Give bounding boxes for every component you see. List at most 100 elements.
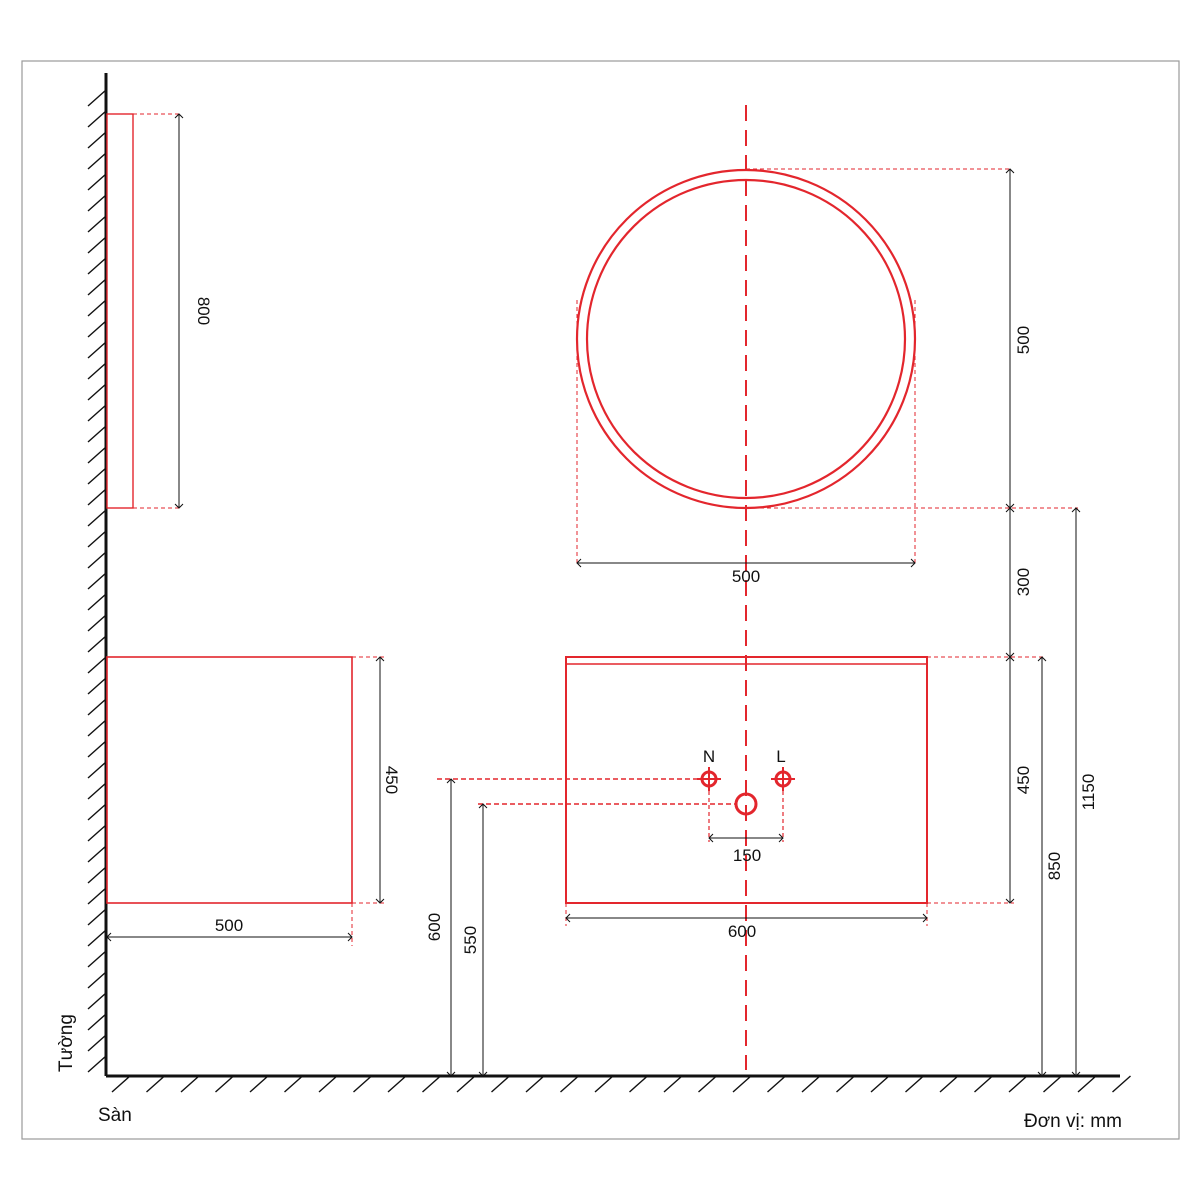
floor-hatch-mark (1043, 1075, 1062, 1093)
wall-hatch-mark (87, 740, 107, 758)
wall-hatch-mark (87, 341, 107, 359)
wall-hatch-mark (87, 1034, 107, 1052)
cabinet-side-depth-label: 500 (215, 916, 243, 935)
wall-hatch-mark (87, 614, 107, 632)
cabinet-top-height-label: 850 (1045, 852, 1064, 880)
floor-hatch-mark (663, 1075, 683, 1093)
cabinet-front-width-label: 600 (728, 922, 756, 941)
wall-label: Tường (56, 1014, 77, 1072)
floor-hatch-mark (767, 1075, 786, 1093)
floor-hatch-mark (939, 1075, 959, 1093)
wall-hatch-mark (87, 1055, 107, 1073)
wall-hatch-mark (87, 572, 107, 590)
floor-hatch-mark (525, 1075, 545, 1093)
wall-hatch-mark (87, 908, 107, 926)
wall-hatch-mark (87, 299, 107, 317)
floor-hatch-mark (698, 1075, 717, 1093)
cabinet-side-view: 450 500 (106, 656, 401, 946)
floor-hatch-mark (905, 1075, 924, 1093)
wall-hatch-mark (87, 89, 107, 107)
cabinet-front-view: 600 450 (565, 656, 1045, 941)
floor-hatch-mark (387, 1075, 407, 1093)
wall-hatch-mark (87, 551, 107, 569)
wall-hatch-mark (87, 635, 107, 653)
wall-hatch-mark (87, 215, 107, 233)
floor-hatch-mark (870, 1075, 890, 1093)
mirror-bottom-height-label: 1150 (1079, 774, 1098, 811)
mirror-height-label: 500 (1014, 326, 1033, 354)
wall-hatch-mark (87, 677, 107, 695)
pipe-spacing-label: 150 (733, 846, 761, 865)
wall-hatch-mark (87, 530, 107, 548)
cabinet-side-height-label: 450 (382, 766, 401, 794)
wall-hatch-mark (87, 950, 107, 968)
wall-hatch-mark (87, 656, 107, 674)
outlet-n-icon (697, 767, 721, 791)
drawing-frame (21, 60, 1180, 1140)
wall-hatch-mark (87, 404, 107, 422)
floor-hatch-mark (1008, 1075, 1028, 1093)
wall-hatch-mark (87, 110, 107, 128)
wall (87, 73, 108, 1076)
wall-hatch-mark (87, 761, 107, 779)
wall-hatch-mark (87, 929, 107, 947)
floor-hatch-mark (215, 1075, 234, 1093)
wall-hatch-mark (87, 593, 107, 611)
mirror-front-view: 500 500 (575, 168, 1078, 586)
wall-hatch-mark (87, 152, 107, 170)
floor-hatch-mark (1077, 1075, 1097, 1093)
floor-hatch-mark (422, 1075, 441, 1093)
unit-label: Đơn vị: mm (1024, 1111, 1122, 1132)
wall-hatch-mark (87, 383, 107, 401)
cabinet-front-height-label: 450 (1014, 766, 1033, 794)
drain-icon (734, 792, 758, 816)
floor-hatch-mark (560, 1075, 579, 1093)
outlet-l-label: L (776, 747, 785, 766)
floor-hatch-mark (456, 1075, 476, 1093)
floor-hatch-mark (801, 1075, 821, 1093)
wall-hatch-mark (87, 320, 107, 338)
wall-hatch-mark (87, 698, 107, 716)
outlet-n-label: N (703, 747, 715, 766)
wall-hatch-mark (87, 887, 107, 905)
wall-hatch-mark (87, 173, 107, 191)
floor-hatch-mark (629, 1075, 648, 1093)
floor-hatch-mark (491, 1075, 510, 1093)
floor-hatch-mark (594, 1075, 614, 1093)
floor-hatch-mark (284, 1075, 303, 1093)
floor-hatch-mark (318, 1075, 338, 1093)
floor-hatch-mark (836, 1075, 855, 1093)
floor-hatch-mark (732, 1075, 752, 1093)
wall-hatch-mark (87, 236, 107, 254)
floor-hatch-mark (146, 1075, 165, 1093)
outlet-l-icon (771, 767, 795, 791)
wall-hatch-mark (87, 131, 107, 149)
wall-hatch-mark (87, 362, 107, 380)
wall-hatch-mark (87, 278, 107, 296)
wall-hatch-mark (87, 425, 107, 443)
wall-hatch-mark (87, 257, 107, 275)
wall-hatch-mark (87, 782, 107, 800)
mirror-side-view: 800 (106, 113, 213, 509)
wall-hatch-mark (87, 845, 107, 863)
floor-hatch-mark (974, 1075, 993, 1093)
wall-hatch-mark (87, 467, 107, 485)
wall-hatch-mark (87, 803, 107, 821)
mirror-width-label: 500 (732, 567, 760, 586)
floor-hatch-mark (180, 1075, 200, 1093)
wall-hatch-mark (87, 1013, 107, 1031)
mirror-side-height-label: 800 (194, 297, 213, 325)
floor-label: Sàn (98, 1105, 132, 1126)
wall-hatch-mark (87, 824, 107, 842)
wall-hatch-mark (87, 446, 107, 464)
wall-hatch-mark (87, 194, 107, 212)
gap-label: 300 (1014, 568, 1033, 596)
floor-hatch-mark (353, 1075, 372, 1093)
outlet-height-label: 600 (425, 913, 444, 941)
floor-hatch-mark (249, 1075, 269, 1093)
gap-dimension: 300 (1005, 507, 1033, 658)
wall-hatch-mark (87, 488, 107, 506)
floor-hatch-mark (111, 1075, 131, 1093)
floor (106, 1074, 1131, 1093)
